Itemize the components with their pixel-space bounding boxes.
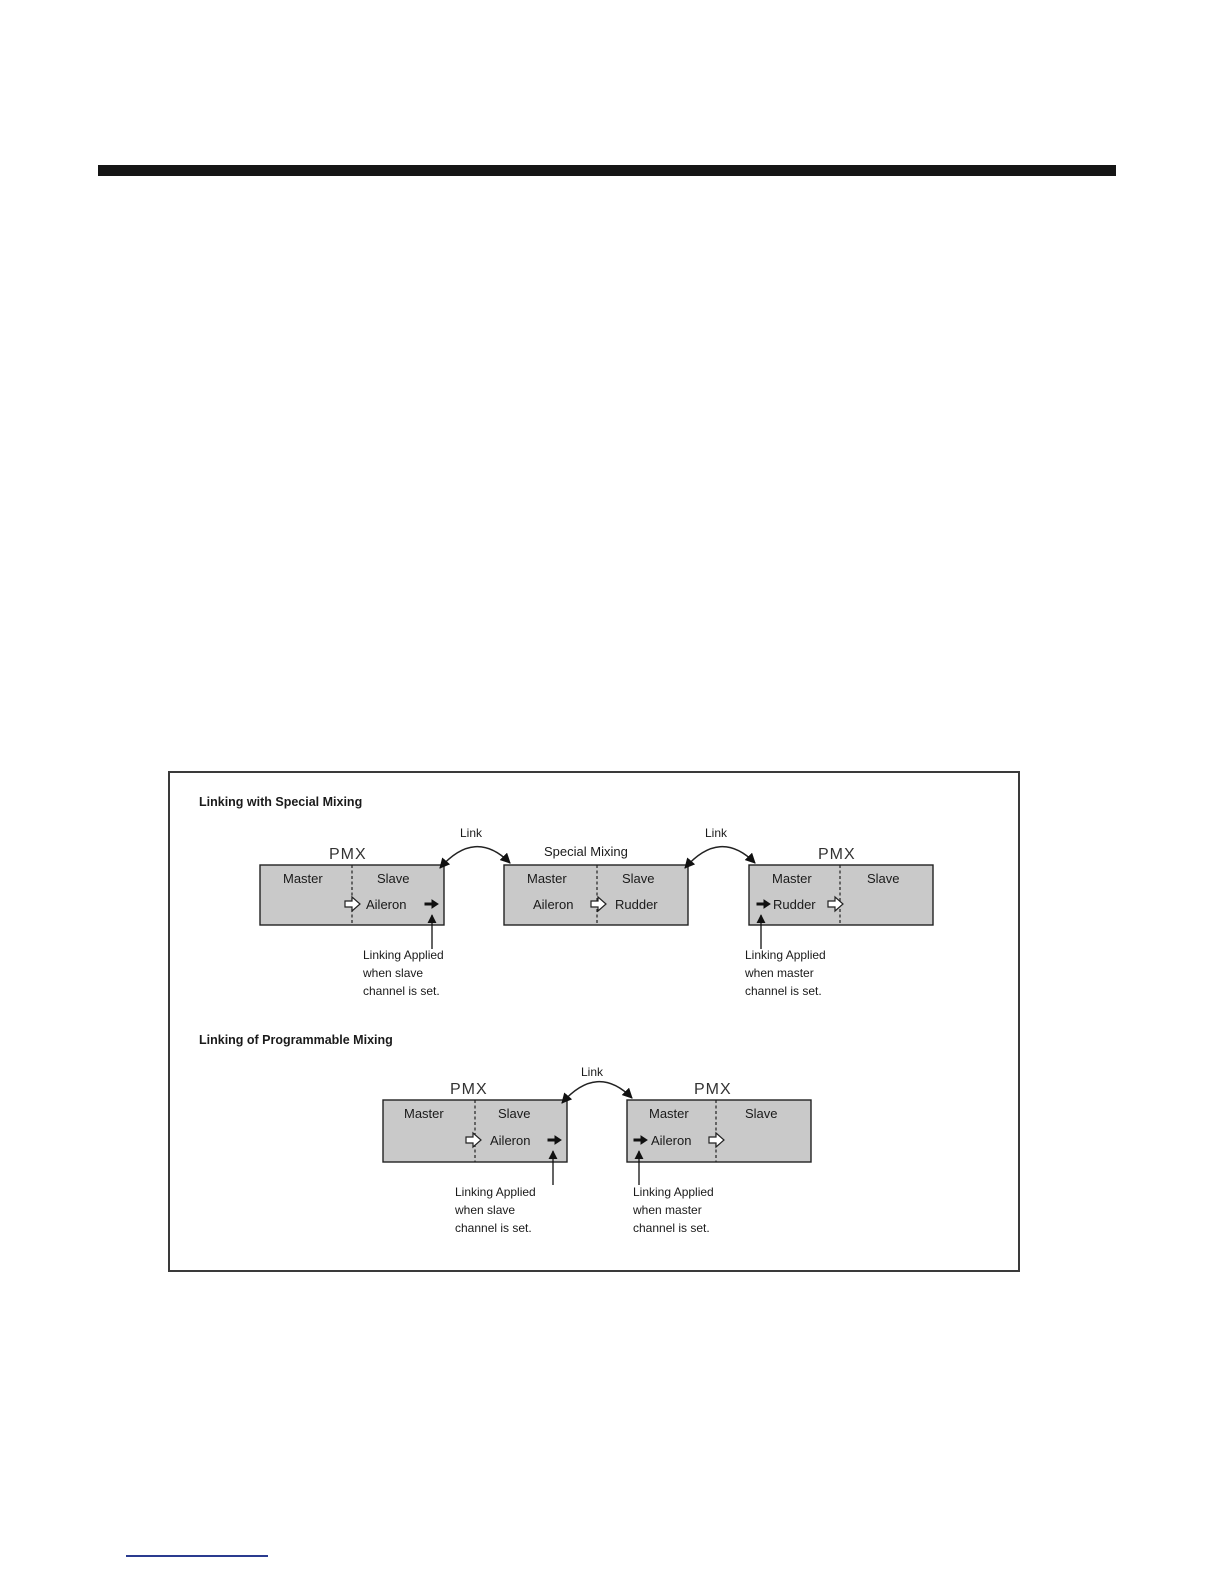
hollow-arrow-icon: [708, 1131, 725, 1149]
note-master-1-line2: when master: [744, 966, 814, 980]
section2-title: Linking of Programmable Mixing: [199, 1033, 393, 1047]
slave-label-4: Slave: [498, 1106, 531, 1121]
note-master-2-line1: Linking Applied: [633, 1185, 714, 1199]
pmx-label-5: PMX: [694, 1081, 732, 1098]
aileron-label-1: Aileron: [366, 897, 406, 912]
slave-label-1: Slave: [377, 871, 410, 886]
aileron-label-4: Aileron: [490, 1133, 530, 1148]
note-slave-1-line3: channel is set.: [363, 984, 440, 998]
special-mixing-label: Special Mixing: [544, 844, 628, 859]
master-label-2: Master: [527, 871, 567, 886]
hollow-arrow-icon: [590, 895, 607, 913]
hollow-arrow-icon: [344, 895, 361, 913]
pmx-box-5: [626, 1099, 812, 1163]
solid-arrow-icon: [424, 899, 439, 909]
aileron-label-2: Aileron: [533, 897, 573, 912]
solid-arrow-icon: [756, 899, 771, 909]
hollow-arrow-icon: [827, 895, 844, 913]
link-label-3: Link: [581, 1065, 604, 1079]
note-slave-2-line2: when slave: [454, 1203, 515, 1217]
note-slave-2-line3: channel is set.: [455, 1221, 532, 1235]
pmx-box-3: [748, 864, 934, 926]
pmx-label-3: PMX: [818, 846, 856, 863]
slave-label-2: Slave: [622, 871, 655, 886]
note-master-1-line3: channel is set.: [745, 984, 822, 998]
aileron-label-5: Aileron: [651, 1133, 691, 1148]
link-curve-2: [684, 846, 756, 869]
note-slave-1-line1: Linking Applied: [363, 948, 444, 962]
note-master-2-line2: when master: [632, 1203, 702, 1217]
pmx-label-4: PMX: [450, 1081, 488, 1098]
note-master-2-line3: channel is set.: [633, 1221, 710, 1235]
master-label-1: Master: [283, 871, 323, 886]
note-slave-1-line2: when slave: [362, 966, 423, 980]
hollow-arrow-icon: [465, 1131, 482, 1149]
slave-label-3: Slave: [867, 871, 900, 886]
section1-title: Linking with Special Mixing: [199, 795, 362, 809]
link-curve-1: [439, 846, 511, 869]
linking-diagram-figure: Linking with Special Mixing PMX Master S…: [168, 771, 1020, 1272]
note-slave-2-line1: Linking Applied: [455, 1185, 536, 1199]
pmx-label-1: PMX: [329, 846, 367, 863]
solid-arrow-icon: [633, 1135, 648, 1145]
slave-label-5: Slave: [745, 1106, 778, 1121]
link-label-2: Link: [705, 826, 728, 840]
top-rule: [98, 165, 1116, 176]
linking-diagram-svg: Linking with Special Mixing PMX Master S…: [199, 795, 934, 1235]
footer-underline: [126, 1555, 268, 1557]
rudder-label-3: Rudder: [773, 897, 816, 912]
master-label-5: Master: [649, 1106, 689, 1121]
rudder-label-2: Rudder: [615, 897, 658, 912]
link-curve-3: [561, 1081, 633, 1104]
master-label-3: Master: [772, 871, 812, 886]
master-label-4: Master: [404, 1106, 444, 1121]
note-master-1-line1: Linking Applied: [745, 948, 826, 962]
special-mixing-box: [503, 864, 689, 926]
link-label-1: Link: [460, 826, 483, 840]
solid-arrow-icon: [547, 1135, 562, 1145]
